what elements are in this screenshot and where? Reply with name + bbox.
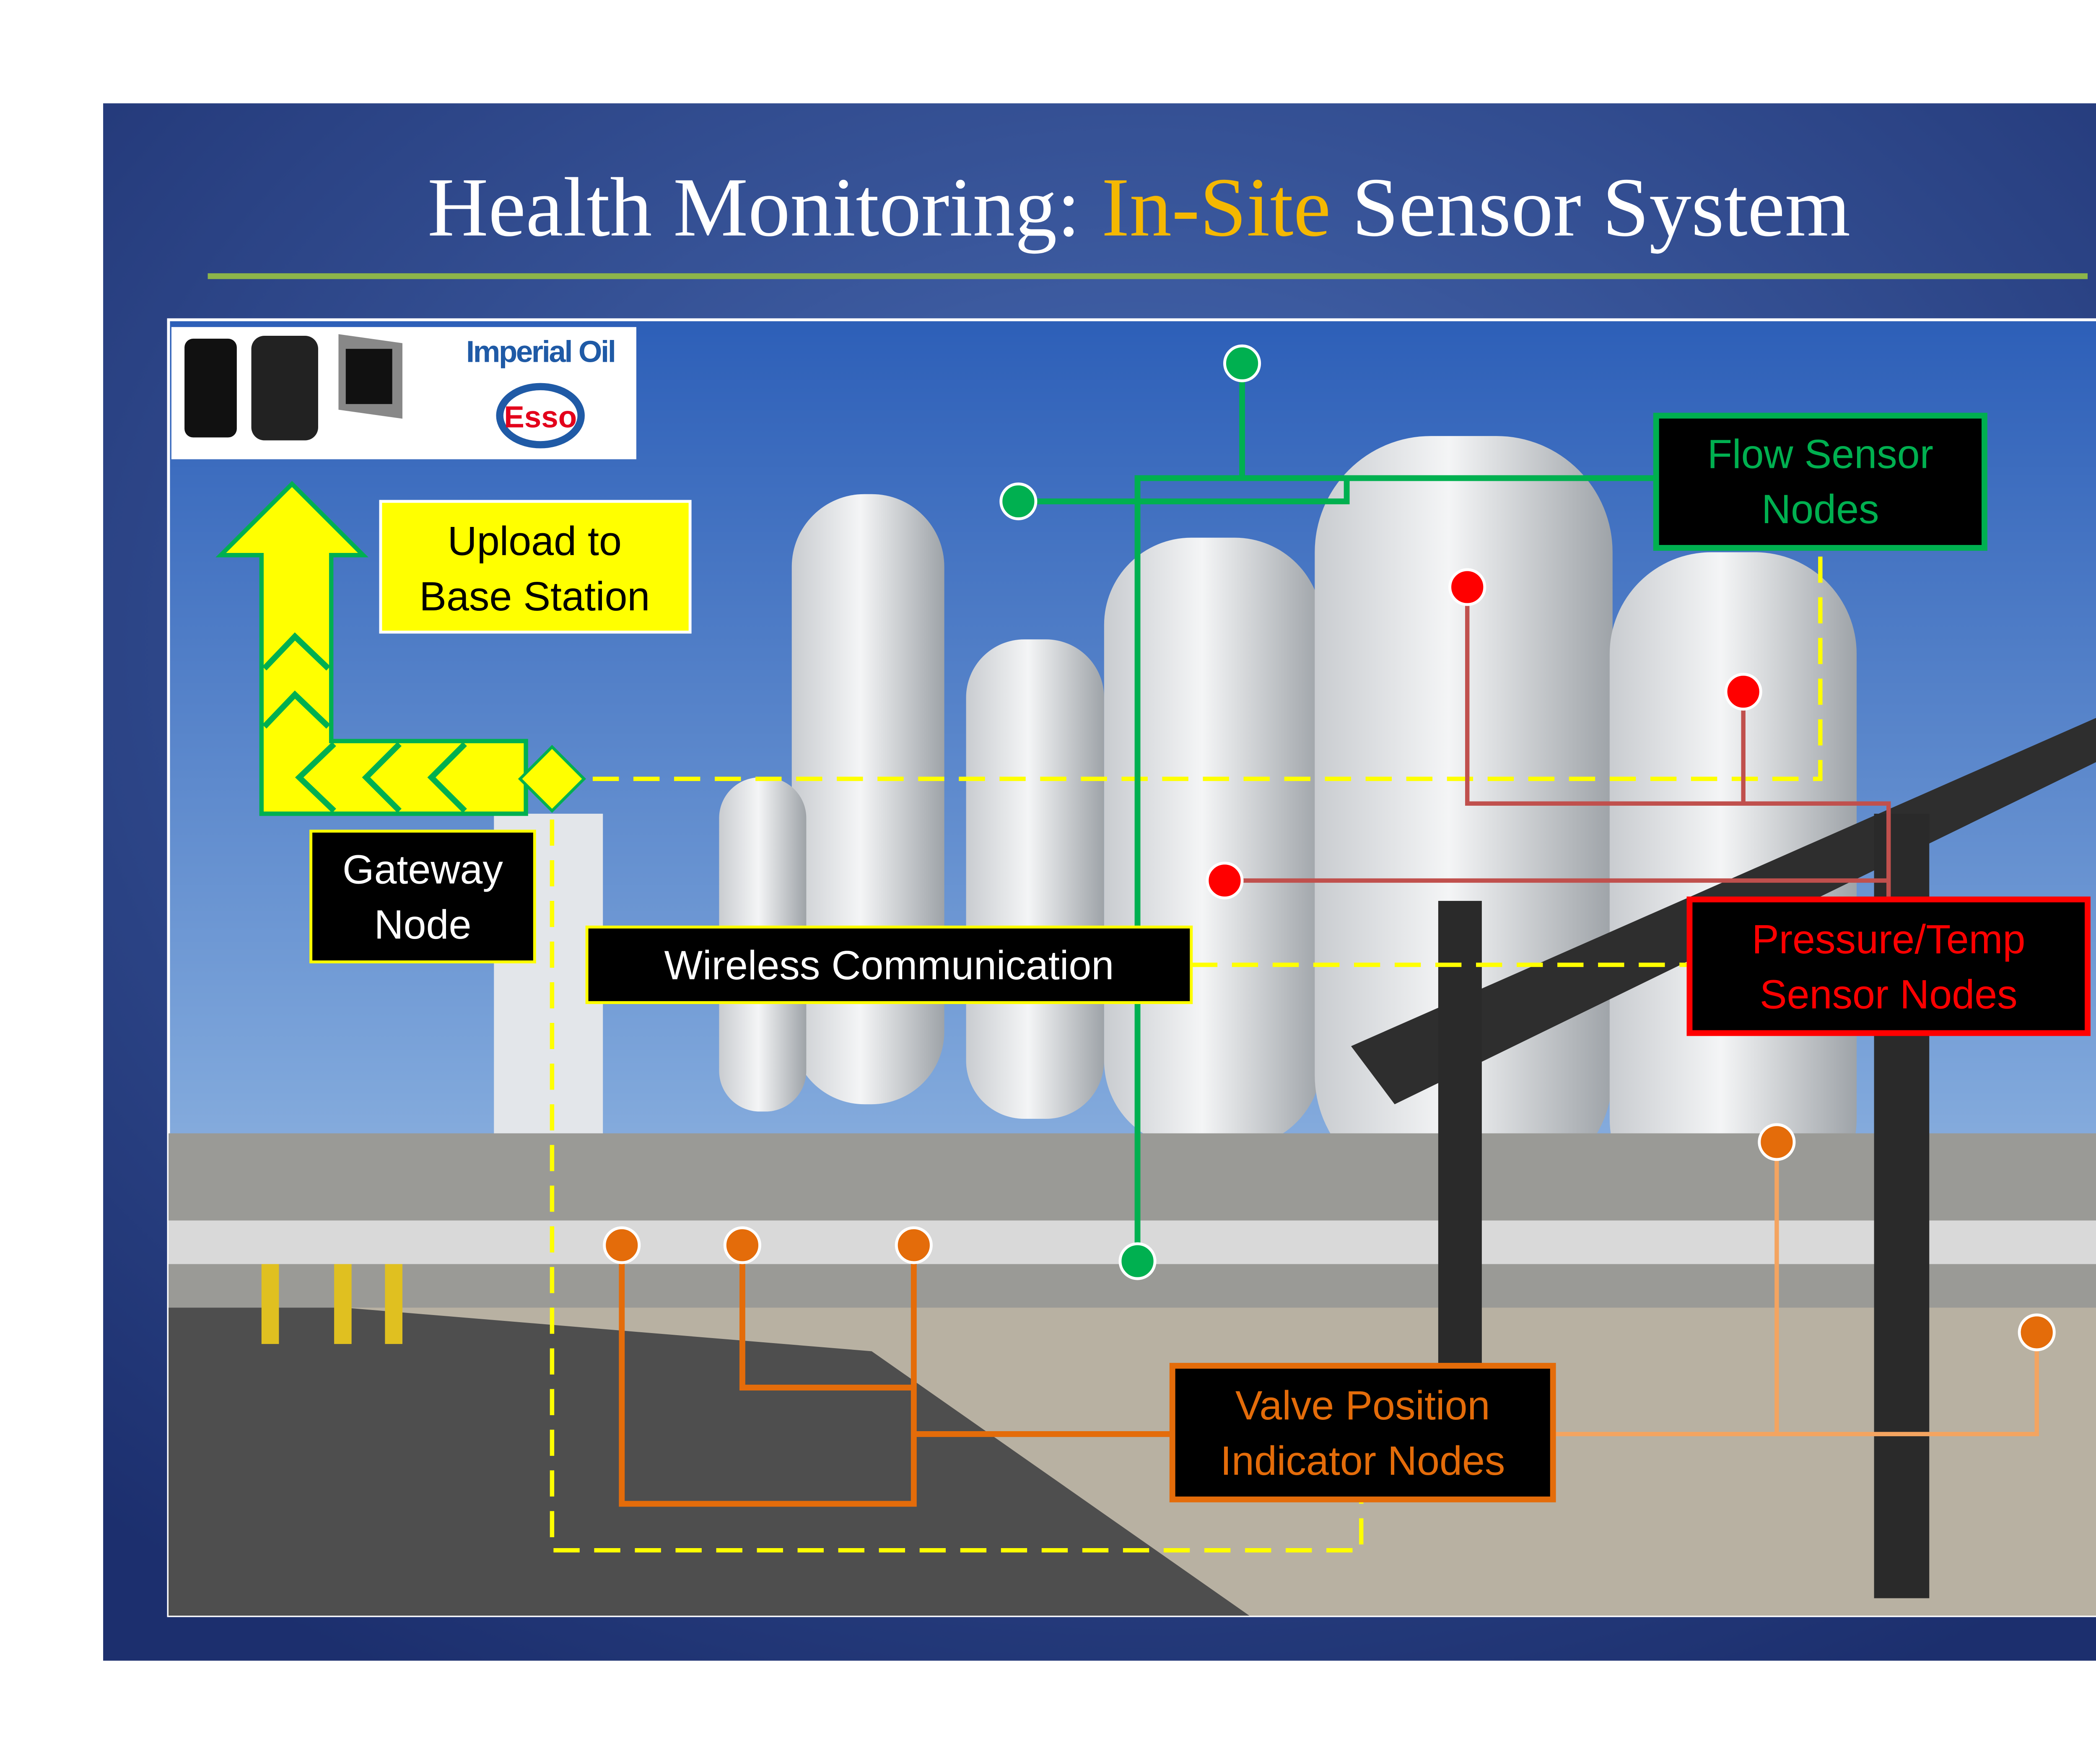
valve-sensor-node[interactable] <box>895 1226 933 1264</box>
flow-sensor-node[interactable] <box>1223 344 1261 382</box>
valve-sensor-node[interactable] <box>723 1226 761 1264</box>
imperial-oil-logo: Imperial Oil <box>466 335 615 368</box>
svg-text:Wireless Communication: Wireless Communication <box>664 942 1114 988</box>
gateway-diamond-icon <box>518 745 586 813</box>
flow-sensor-node[interactable] <box>999 482 1038 521</box>
svg-text:Flow Sensor: Flow Sensor <box>1707 431 1933 477</box>
svg-text:Valve Position: Valve Position <box>1235 1383 1490 1428</box>
slide-title: Health Monitoring: In-Site Sensor System <box>428 161 1850 254</box>
svg-text:Nodes: Nodes <box>1761 486 1879 532</box>
wireless-links <box>550 547 1823 1553</box>
upload-arrow-icon <box>215 481 586 816</box>
svg-text:Upload to: Upload to <box>448 518 622 564</box>
pressure-sensor-node[interactable] <box>1448 568 1486 606</box>
valve-sensor-node[interactable] <box>2018 1313 2056 1352</box>
pressure-sensor-node[interactable] <box>1206 861 1244 900</box>
svg-text:Pressure/Temp: Pressure/Temp <box>1752 916 2025 962</box>
upload-label: Upload to Base Station <box>379 500 692 634</box>
svg-text:Sensor Nodes: Sensor Nodes <box>1760 972 2018 1017</box>
flow-sensor-node[interactable] <box>1118 1242 1157 1280</box>
valve-sensor-links <box>619 1142 2039 1507</box>
base-station-logos: Imperial Oil Esso <box>171 327 636 459</box>
gateway-node-label: Gateway Node <box>309 830 536 964</box>
esso-logo <box>496 383 585 449</box>
svg-text:Esso: Esso <box>504 400 577 434</box>
svg-text:Gateway: Gateway <box>342 846 503 892</box>
svg-text:Indicator Nodes: Indicator Nodes <box>1220 1438 1505 1484</box>
flow-sensor-label: Flow Sensor Nodes <box>1653 412 1987 551</box>
pressure-temp-sensor-label: Pressure/Temp Sensor Nodes <box>1686 896 2091 1036</box>
wireless-communication-label: Wireless Communication <box>585 925 1193 1004</box>
valve-sensor-node[interactable] <box>1758 1123 1796 1161</box>
blackberry-icon <box>251 335 318 441</box>
pressure-sensor-node[interactable] <box>1724 672 1762 711</box>
svg-text:Base Station: Base Station <box>419 573 650 619</box>
smartphone-icon <box>184 338 237 438</box>
valve-sensor-node[interactable] <box>603 1226 641 1264</box>
svg-text:Node: Node <box>374 902 472 947</box>
valve-position-label: Valve Position Indicator Nodes <box>1169 1363 1556 1502</box>
